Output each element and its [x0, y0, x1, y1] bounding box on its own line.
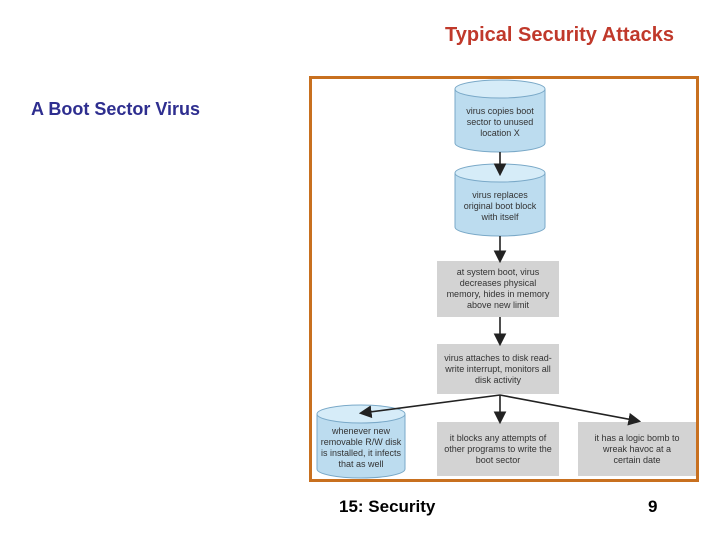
box-node-attaches — [437, 344, 559, 394]
box-node-blocks — [437, 422, 559, 476]
diagram-canvas — [316, 79, 696, 479]
page-number: 9 — [648, 497, 658, 516]
box-node-logic-bomb — [578, 422, 696, 476]
disk-node-copies — [454, 79, 546, 153]
node-label-copies: virus copies boot sector to unused locat… — [466, 105, 534, 138]
arrow-attaches-to-logic-bomb — [499, 394, 642, 426]
node-label-blocks: it blocks any attempts of other programs… — [444, 432, 552, 465]
node-label-logic-bomb: it has a logic bomb to wreak havoc at a … — [594, 432, 680, 465]
node-label-decreases: at system boot, virus decreases physical… — [446, 267, 550, 310]
node-label-infects: whenever new removable R/W disk is insta… — [320, 426, 402, 469]
footer-chapter-label: 15: Security — [339, 497, 436, 516]
arrow-attaches-to-infects — [358, 394, 501, 419]
slide-title: Typical Security Attacks — [445, 24, 674, 46]
node-label-replaces: virus replaces original boot block with … — [463, 189, 537, 222]
node-label-attaches: virus attaches to disk read- write inter… — [444, 352, 552, 385]
box-node-decreases — [437, 261, 559, 317]
slide-subtitle: A Boot Sector Virus — [31, 99, 201, 119]
boot-sector-virus-diagram: virus copies boot sector to unused locat… — [309, 76, 699, 482]
